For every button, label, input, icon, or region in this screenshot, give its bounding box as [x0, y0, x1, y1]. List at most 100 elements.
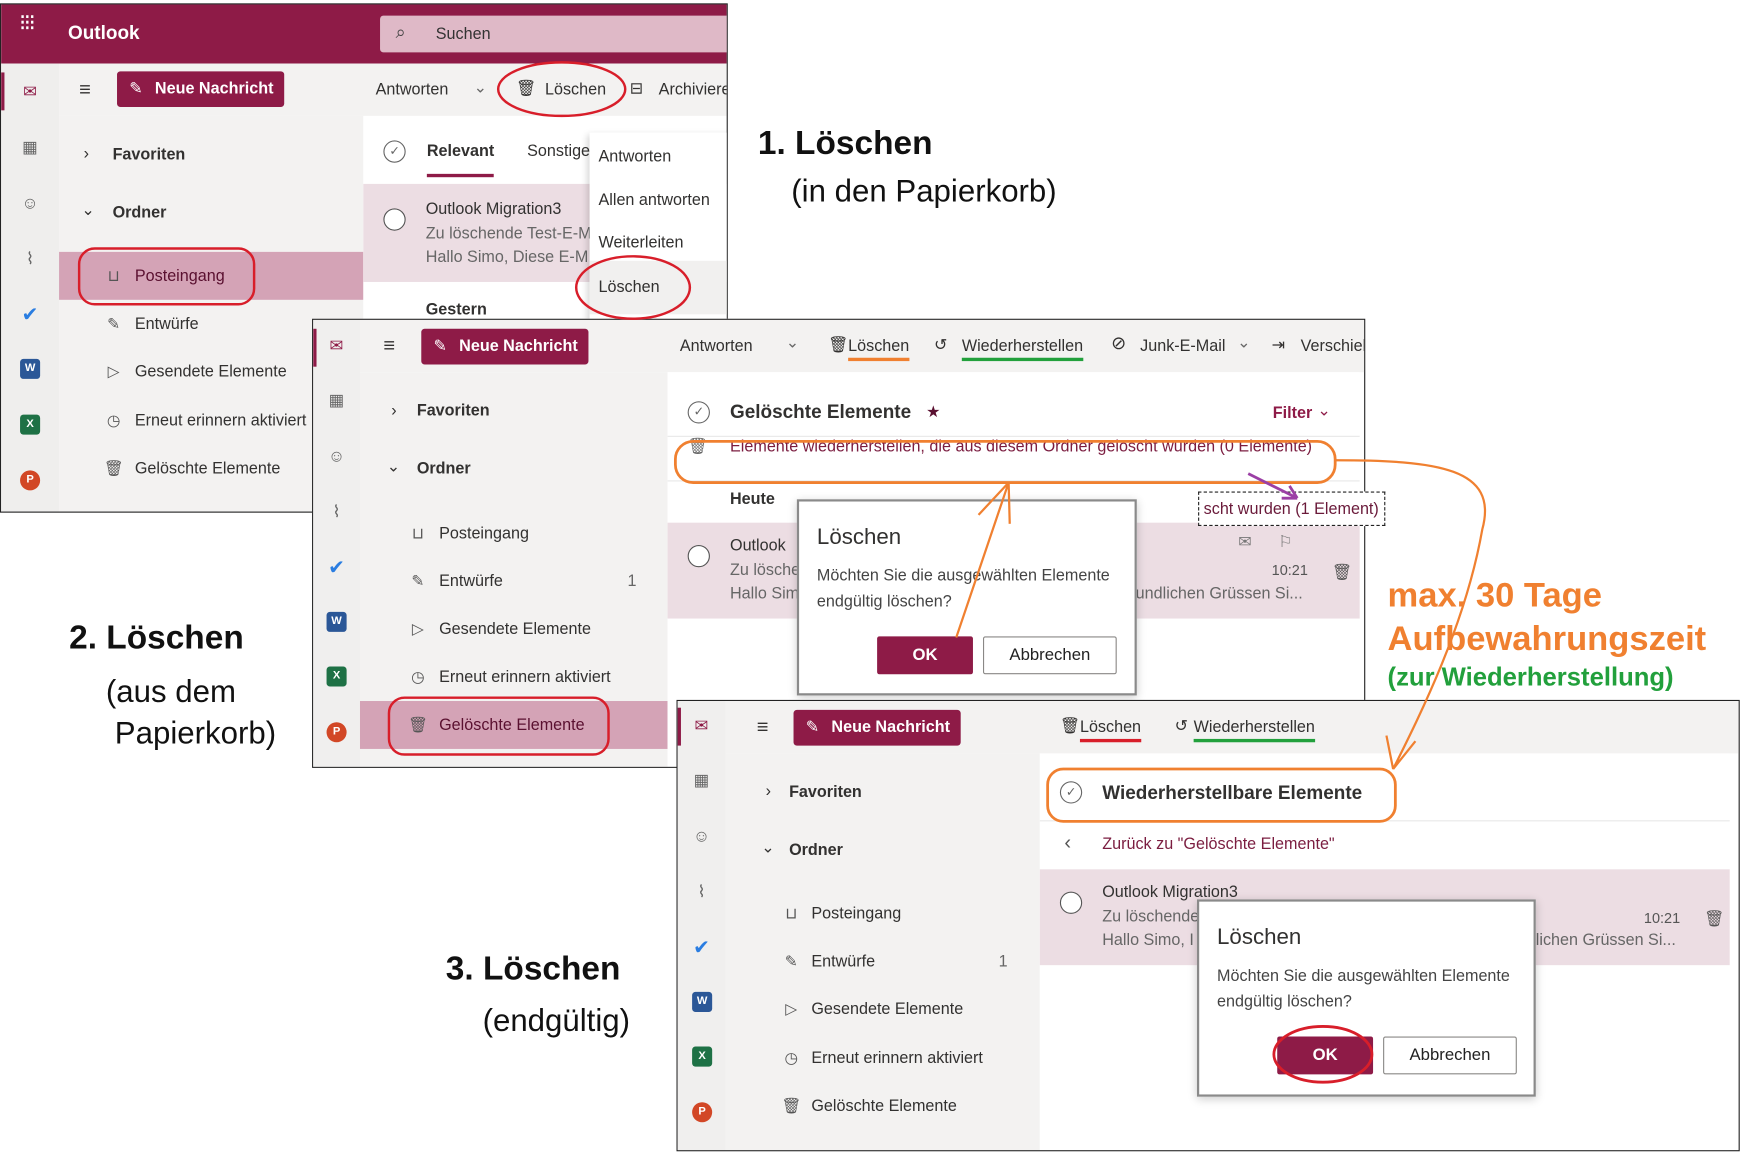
reply-button[interactable]: Antworten [679, 337, 753, 356]
new-message-button[interactable]: ✎Neue Nachricht [421, 328, 589, 365]
menu-item-forward[interactable]: Weiterleiten [598, 234, 684, 252]
mark-read-icon[interactable]: ✉ [1238, 533, 1252, 552]
folder-inbox[interactable]: ⊔Posteingang [360, 509, 668, 557]
paperclip-icon[interactable]: ⌇ [697, 882, 706, 902]
chevron-right-icon[interactable]: › [391, 402, 397, 421]
reply-button[interactable]: Antworten [375, 81, 449, 100]
excel-icon[interactable]: X [692, 1046, 713, 1067]
tab-relevant[interactable]: Relevant [426, 142, 495, 161]
folder-sent[interactable]: ▷Gesendete Elemente [360, 605, 668, 653]
people-icon[interactable]: ☺ [693, 826, 711, 846]
junk-chevron-icon[interactable]: ⌄ [1237, 334, 1251, 353]
delete-row-icon[interactable]: 🗑︎ [1704, 910, 1725, 929]
favorites-header[interactable]: Favoriten [112, 145, 186, 164]
todo-icon[interactable]: ✔ [328, 556, 345, 579]
new-message-button[interactable]: ✎Neue Nachricht [793, 709, 961, 746]
mail-icon[interactable]: ✉ [23, 82, 38, 102]
new-message-button[interactable]: ✎Neue Nachricht [117, 71, 285, 107]
mail-icon[interactable]: ✉ [329, 336, 344, 356]
word-icon[interactable]: W [20, 358, 41, 379]
select-all-icon[interactable]: ✓ [383, 140, 406, 163]
folder-sent[interactable]: ▷ Gesendete Elemente [59, 348, 363, 396]
word-icon[interactable]: W [692, 991, 713, 1012]
folder-snoozed[interactable]: ◷ Erneut erinnern aktiviert [59, 397, 363, 445]
paperclip-icon[interactable]: ⌇ [332, 502, 341, 522]
cancel-button[interactable]: Abbrechen [982, 636, 1117, 675]
archive-button[interactable]: Archiviere [658, 81, 728, 100]
junk-button[interactable]: Junk-E-Mail [1140, 337, 1226, 356]
tab-other[interactable]: Sonstige [527, 142, 591, 161]
excel-icon[interactable]: X [326, 666, 347, 687]
delete-button[interactable]: Löschen [1079, 718, 1142, 743]
select-radio[interactable] [687, 544, 710, 568]
folders-header[interactable]: Ordner [789, 841, 843, 860]
favorites-header[interactable]: Favoriten [416, 402, 490, 421]
powerpoint-icon[interactable]: P [20, 470, 41, 491]
select-all-icon[interactable]: ✓ [1059, 781, 1083, 804]
restore-button[interactable]: Wiederherstellen [961, 337, 1084, 362]
select-radio[interactable] [383, 208, 406, 231]
delete-button[interactable]: Löschen [544, 81, 607, 100]
chevron-down-icon[interactable]: ⌄ [386, 458, 401, 476]
calendar-icon[interactable]: ▦ [22, 138, 38, 158]
todo-icon[interactable]: ✔ [693, 936, 710, 959]
folder-snoozed[interactable]: ◷Erneut erinnern aktiviert [360, 653, 668, 701]
chevron-right-icon[interactable]: › [83, 144, 89, 163]
filter-button[interactable]: Filter [1272, 404, 1313, 423]
search-input[interactable]: ⌕ Suchen [380, 15, 727, 53]
reply-chevron-icon[interactable]: ⌄ [785, 334, 800, 353]
people-icon[interactable]: ☺ [21, 193, 39, 213]
folder-snoozed[interactable]: ◷Erneut erinnern aktiviert [726, 1034, 1040, 1082]
app-rail: ✉ ▦ ☺ ⌇ ✔ W X P [677, 701, 726, 1151]
hamburger-icon[interactable]: ≡ [756, 715, 769, 738]
move-button[interactable]: Verschiel [1300, 337, 1366, 356]
favorites-header[interactable]: Favoriten [789, 783, 862, 802]
favorite-star-icon[interactable]: ★ [926, 403, 941, 422]
restore-button[interactable]: Wiederherstellen [1193, 718, 1315, 743]
folder-inbox[interactable]: ⊔Posteingang [726, 889, 1040, 937]
folder-deleted[interactable]: 🗑︎ Gelöschte Elemente [59, 445, 363, 493]
flag-icon[interactable]: ⚐ [1278, 533, 1293, 552]
hamburger-icon[interactable]: ≡ [383, 334, 396, 357]
ok-button[interactable]: OK [1277, 1036, 1374, 1075]
excel-icon[interactable]: X [20, 414, 41, 435]
folders-header[interactable]: Ordner [416, 460, 471, 479]
delete-row-icon[interactable]: 🗑︎ [1331, 563, 1353, 582]
folder-deleted[interactable]: 🗑︎Gelöschte Elemente [726, 1082, 1040, 1130]
menu-item-reply[interactable]: Antworten [598, 148, 672, 167]
folder-deleted[interactable]: 🗑︎Gelöschte Elemente [359, 701, 668, 749]
folder-inbox[interactable]: ⊔ Posteingang [59, 251, 364, 300]
select-all-icon[interactable]: ✓ [687, 401, 710, 424]
reply-chevron-icon[interactable]: ⌄ [473, 79, 488, 97]
paperclip-icon[interactable]: ⌇ [25, 249, 35, 269]
email-subject: Zu löschende [1102, 908, 1200, 927]
delete-button[interactable]: Löschen [848, 337, 910, 362]
folders-header[interactable]: Ordner [112, 203, 167, 222]
chevron-down-icon[interactable]: ⌄ [81, 201, 95, 220]
select-radio[interactable] [1059, 891, 1083, 914]
todo-icon[interactable]: ✔ [21, 303, 39, 326]
powerpoint-icon[interactable]: P [692, 1102, 713, 1123]
email-subject: Zu löschende Test-E-M [425, 225, 592, 243]
folder-drafts[interactable]: ✎ Entwürfe [59, 300, 363, 348]
calendar-icon[interactable]: ▦ [693, 771, 710, 791]
cancel-button[interactable]: Abbrechen [1383, 1036, 1517, 1075]
calendar-icon[interactable]: ▦ [328, 391, 345, 411]
mail-icon[interactable]: ✉ [694, 716, 709, 736]
chevron-left-icon[interactable]: ‹ [1064, 831, 1072, 854]
ok-button[interactable]: OK [877, 636, 973, 675]
menu-item-reply-all[interactable]: Allen antworten [598, 191, 710, 210]
word-icon[interactable]: W [326, 611, 347, 632]
folder-sent[interactable]: ▷Gesendete Elemente [726, 985, 1040, 1033]
chevron-right-icon[interactable]: › [765, 782, 772, 801]
people-icon[interactable]: ☺ [328, 446, 346, 466]
hamburger-icon[interactable]: ≡ [79, 78, 91, 101]
chevron-down-icon[interactable]: ⌄ [761, 839, 775, 858]
filter-chevron-icon[interactable]: ⌄ [1317, 402, 1331, 421]
back-to-deleted-link[interactable]: Zurück zu "Gelöschte Elemente" [1102, 835, 1335, 854]
folder-label: Gesendete Elemente [439, 620, 591, 639]
menu-item-delete[interactable]: Löschen [598, 278, 660, 297]
powerpoint-icon[interactable]: P [326, 722, 347, 743]
